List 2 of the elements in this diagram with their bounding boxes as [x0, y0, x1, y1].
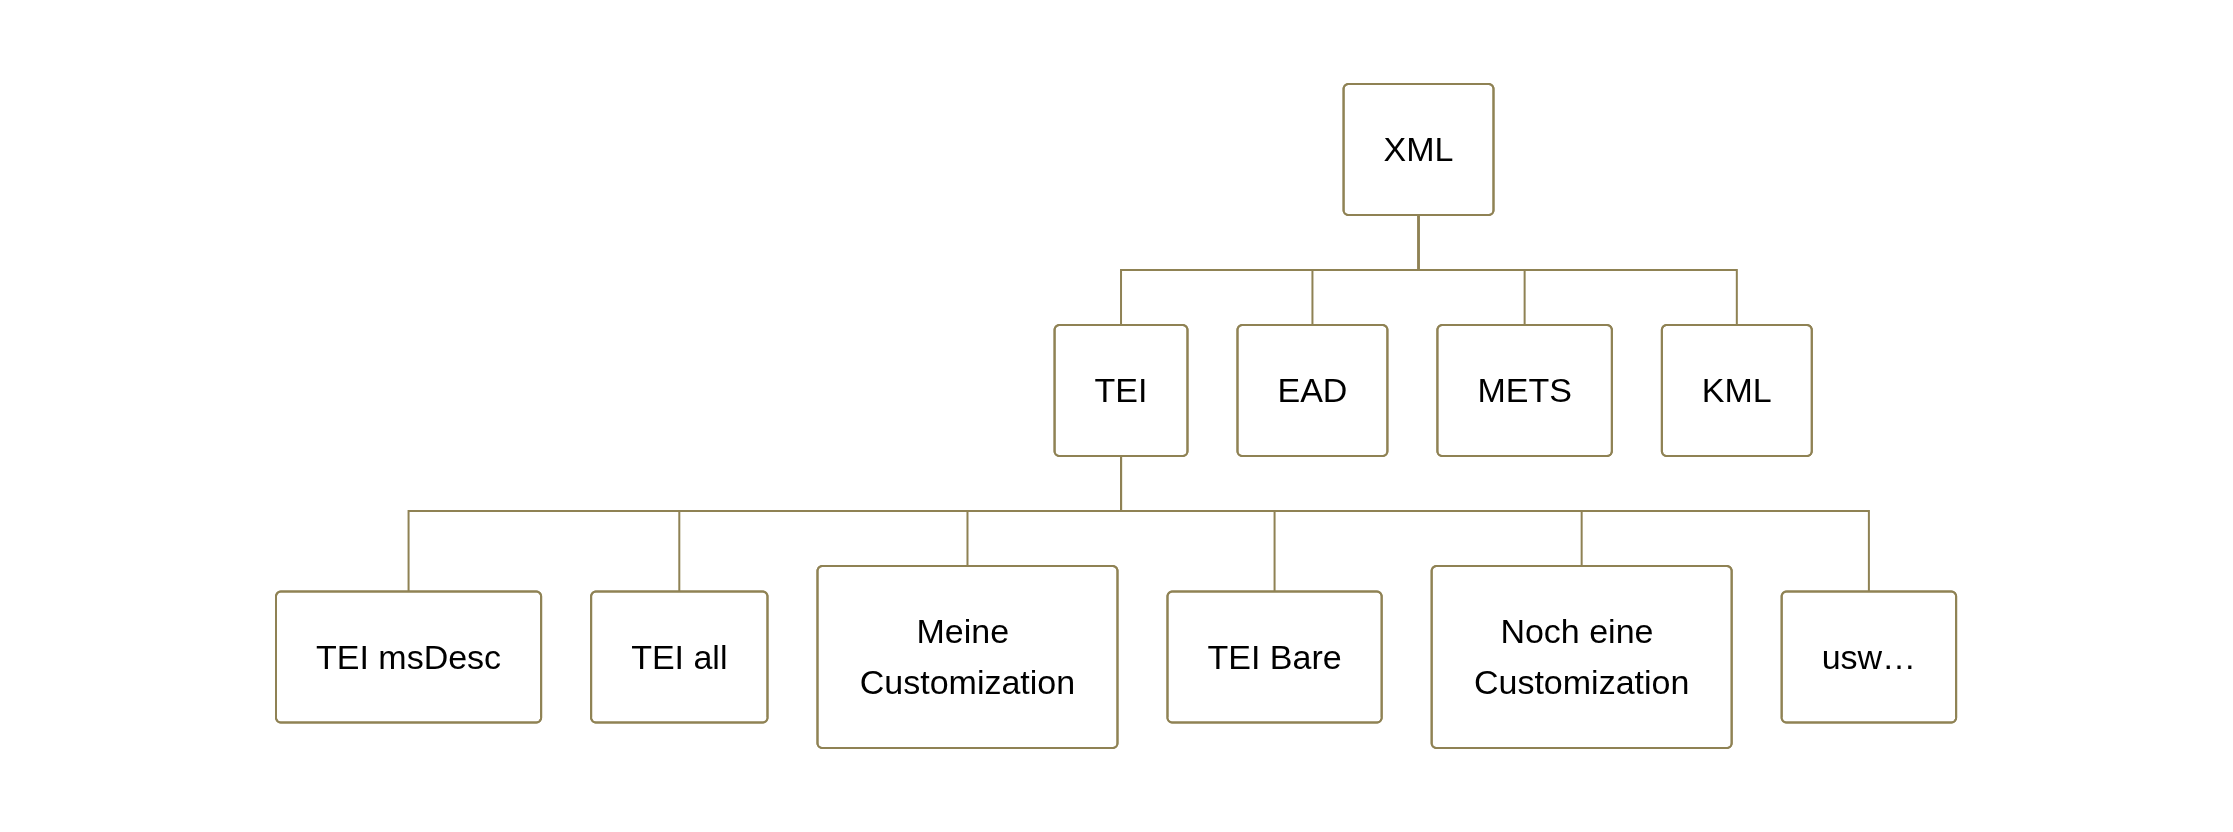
connector: [1417, 214, 1739, 326]
connector: [1120, 455, 1871, 593]
